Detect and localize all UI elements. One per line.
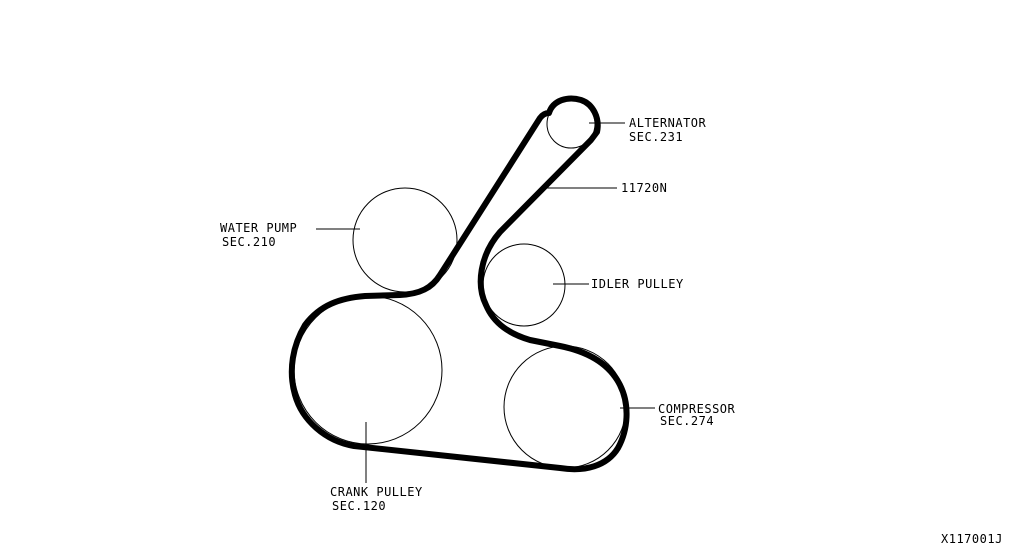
alternator-label: ALTERNATOR — [629, 116, 707, 130]
drive-belt — [288, 95, 630, 473]
water-pump-label: WATER PUMP — [220, 221, 297, 235]
water-pump-section: SEC.210 — [222, 235, 276, 249]
idler-pulley — [482, 243, 566, 327]
crank-pulley — [293, 295, 443, 445]
crank-pulley-label: CRANK PULLEY — [330, 485, 423, 499]
compressor-label: COMPRESSOR — [658, 402, 736, 416]
alternator-section: SEC.231 — [629, 130, 683, 144]
figure-code: X117001J — [941, 532, 1003, 546]
compressor-section: SEC.274 — [660, 414, 714, 428]
belt-part-number: 11720N — [621, 181, 667, 195]
idler-pulley-label: IDLER PULLEY — [591, 277, 684, 291]
crank-pulley-section: SEC.120 — [332, 499, 386, 513]
